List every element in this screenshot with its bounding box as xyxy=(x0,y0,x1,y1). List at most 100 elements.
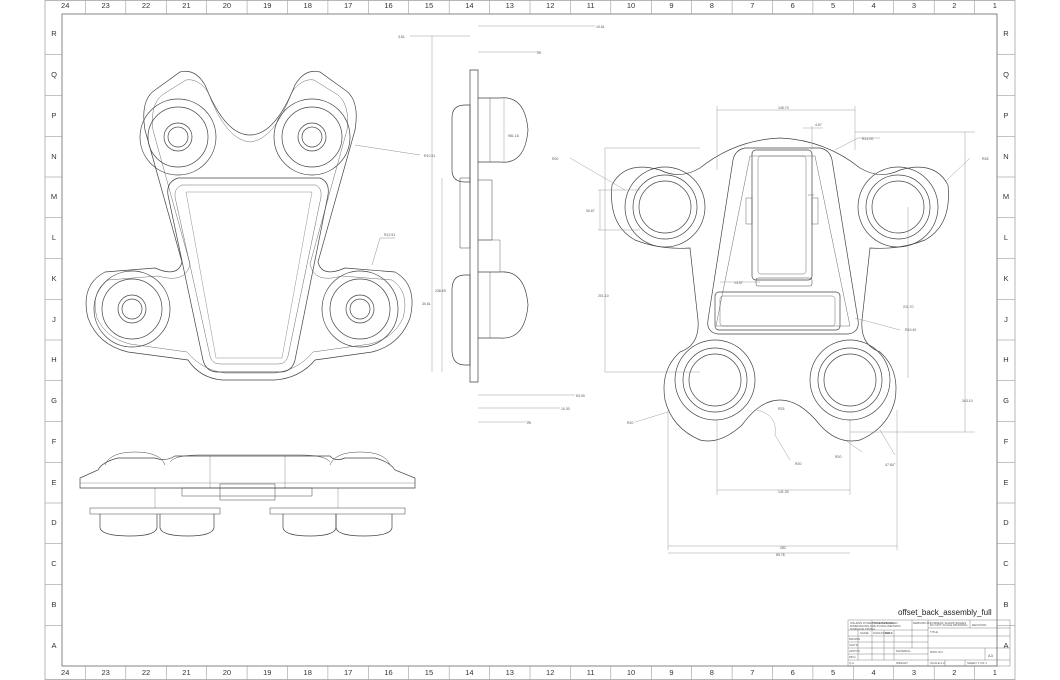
front-window xyxy=(167,177,329,373)
dim-text: 981.16 xyxy=(508,134,519,138)
drawing-title: offset_back_assembly_full xyxy=(898,608,992,617)
tb-row-mfg: MFG xyxy=(849,655,856,659)
column-label: 19 xyxy=(263,668,272,677)
dim-text: R20 xyxy=(835,455,841,459)
outer-border xyxy=(44,0,1016,680)
tb-row-appvd: APPV'D xyxy=(849,649,860,653)
dim-text: R25 xyxy=(778,407,784,411)
row-label: M xyxy=(50,192,58,202)
row-label: D xyxy=(1003,518,1009,528)
column-label: 8 xyxy=(709,1,714,10)
row-label: N xyxy=(1003,151,1009,161)
rear-frame xyxy=(707,147,859,335)
column-label: 18 xyxy=(303,668,312,677)
tb-finish: TOLERANCES xyxy=(873,621,894,625)
column-label: 14 xyxy=(465,1,474,10)
column-label: 24 xyxy=(61,1,70,10)
dim-text: 201.10 xyxy=(598,294,609,298)
column-label: 2 xyxy=(952,668,957,677)
tb-material: MATERIAL xyxy=(896,649,911,653)
tb-row-chkd: CHK'D xyxy=(849,643,859,647)
row-label: B xyxy=(51,599,57,609)
column-label: 22 xyxy=(141,668,151,677)
dim-text: 3.81 xyxy=(398,35,405,39)
column-label: 16 xyxy=(384,668,393,677)
dim-text: 10.30 xyxy=(561,407,570,411)
tb-col-name: NAME xyxy=(860,631,869,635)
dim-text: 25 xyxy=(527,421,531,425)
row-label: Q xyxy=(51,70,57,80)
dim-text: 30.61 xyxy=(422,302,431,306)
rear-module xyxy=(714,291,841,331)
column-label: 21 xyxy=(182,668,191,677)
rear-view-dimensions xyxy=(569,106,975,554)
column-label: 9 xyxy=(669,1,674,10)
dim-text: R20 xyxy=(627,421,633,425)
row-label: A xyxy=(1003,640,1009,650)
column-label: 7 xyxy=(750,668,755,677)
tb-weight: WEIGHT xyxy=(896,661,908,665)
tb-col-signature: SIGNATURE xyxy=(873,631,891,635)
row-label: C xyxy=(1003,559,1009,569)
column-label: 3 xyxy=(911,1,917,10)
column-label: 11 xyxy=(586,1,595,10)
column-label: 2 xyxy=(952,1,957,10)
rear-boss-top-right xyxy=(857,166,939,248)
rear-view xyxy=(611,137,949,442)
dim-text: 25 xyxy=(537,51,541,55)
dim-text: 141.30 xyxy=(778,490,789,494)
row-label: R xyxy=(51,29,57,39)
front-boss-bottom-left xyxy=(93,270,171,348)
column-label: 9 xyxy=(669,668,674,677)
tb-scale: SCALE:1:2 xyxy=(930,661,945,665)
column-label: 10 xyxy=(626,1,636,10)
column-label: 4 xyxy=(871,668,876,677)
row-label: H xyxy=(1003,355,1009,365)
rear-battery xyxy=(751,149,813,281)
column-label: 12 xyxy=(546,1,555,10)
rear-boss-bottom-right xyxy=(809,339,891,421)
dim-text: 47.84° xyxy=(885,463,896,467)
column-label: 24 xyxy=(61,668,70,677)
rear-boss-top-left xyxy=(624,166,706,248)
title-block xyxy=(847,619,1011,667)
column-label: 20 xyxy=(222,1,232,10)
row-label: E xyxy=(1003,477,1009,487)
tb-size: A3 xyxy=(988,653,993,658)
rear-view-outline xyxy=(611,137,949,442)
side-view xyxy=(451,69,529,383)
column-label: 20 xyxy=(222,668,232,677)
row-label: F xyxy=(1003,436,1009,446)
dim-text: R28 xyxy=(982,157,988,161)
column-label: 17 xyxy=(343,668,353,677)
dim-text: 282 xyxy=(780,546,786,550)
row-label: J xyxy=(1004,314,1008,324)
tb-do-not-scale: DO NOT SCALE DRAWING xyxy=(930,623,968,627)
dim-text: R12.00 xyxy=(862,137,873,141)
dim-text: 83.09 xyxy=(576,394,585,398)
tb-deburr: DEBURR AND BREAK SHARP EDGES xyxy=(913,621,967,625)
dim-text: R10.40 xyxy=(905,328,916,332)
column-label: 12 xyxy=(546,668,555,677)
row-label: M xyxy=(1002,192,1010,202)
dim-text: R12.51 xyxy=(384,233,395,237)
bottom-view xyxy=(79,451,416,537)
column-label: 6 xyxy=(790,668,795,677)
dim-text: R20 xyxy=(552,157,558,161)
column-label: 19 xyxy=(263,1,272,10)
zone-ticks xyxy=(45,0,1015,680)
row-label: N xyxy=(51,151,57,161)
tb-revision: REVISION xyxy=(972,623,987,627)
tb-title: TITLE xyxy=(930,630,939,634)
column-label: 23 xyxy=(101,668,110,677)
dim-text: R20 xyxy=(795,462,801,466)
row-label: A xyxy=(51,640,57,650)
dim-text: R10.51 xyxy=(424,154,435,158)
column-label: 6 xyxy=(790,1,795,10)
column-label: 1 xyxy=(992,668,997,677)
column-label: 8 xyxy=(709,668,714,677)
tb-note-1: UNLESS OTHERWISE SPECIFIED xyxy=(850,621,898,625)
rear-boss-bottom-left xyxy=(674,339,756,421)
front-boss-top-right xyxy=(273,98,351,176)
